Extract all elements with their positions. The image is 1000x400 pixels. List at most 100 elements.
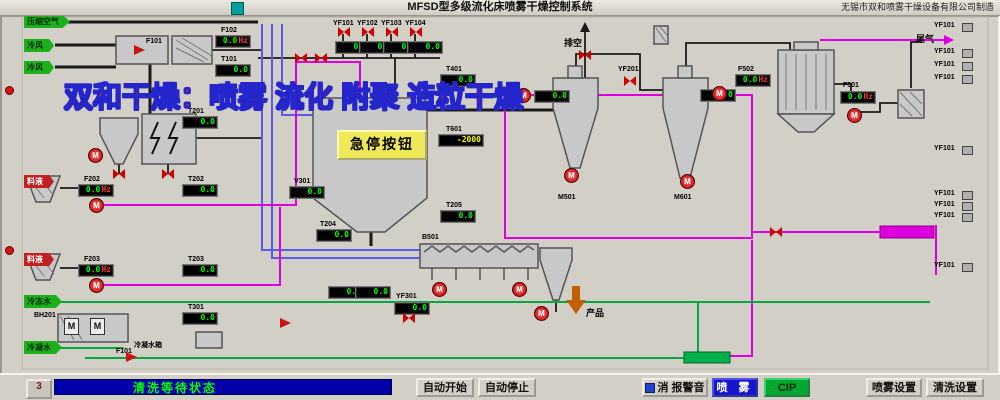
value-text: 0.0 (425, 42, 440, 51)
valve-icon[interactable] (338, 27, 350, 37)
valve-icon[interactable] (315, 53, 327, 63)
tag-label: YF102 (357, 20, 378, 27)
motor-icon[interactable]: M (89, 198, 104, 213)
inlet-arrow: 冷风 (24, 39, 54, 52)
product-arrow-stem (572, 286, 580, 300)
value-text: 0.0 (847, 92, 863, 101)
cyclone-2-outlet (677, 65, 693, 79)
tag-label: T301 (188, 304, 204, 311)
tag-label: F102 (221, 27, 237, 34)
value-unit: Hz (238, 36, 248, 45)
value-display: 0.0 (440, 210, 476, 223)
motor-icon[interactable]: M (564, 168, 579, 183)
bagfilter-lightning-marks (149, 121, 179, 155)
value-display: 0.0 (182, 184, 218, 197)
tag-label: YF101 (934, 22, 955, 29)
cip-mode-button[interactable]: CIP (764, 378, 810, 397)
value-display: 0.0 (355, 286, 391, 299)
valve-icon[interactable] (410, 27, 422, 37)
spray-settings-button[interactable]: 喷雾设置 (866, 378, 922, 397)
motor-icon[interactable]: M (512, 282, 527, 297)
valve-icon[interactable] (579, 50, 591, 60)
tag-label: T601 (446, 126, 462, 133)
emergency-stop-button[interactable]: 急停按钮 (337, 130, 427, 160)
value-display: 0.0 (215, 64, 251, 77)
pump-box-icon: M (64, 318, 79, 335)
hand-valve-icon[interactable] (962, 202, 973, 211)
valve-icon[interactable] (624, 76, 636, 86)
value-display: 0.0 (182, 312, 218, 325)
auto-stop-button[interactable]: 自动停止 (478, 378, 536, 397)
inlet-arrow: 冷风 (24, 61, 54, 74)
value-unit: Hz (101, 265, 111, 274)
valve-icon[interactable] (362, 27, 374, 37)
motor-icon[interactable]: M (88, 148, 103, 163)
valve-icon[interactable] (386, 27, 398, 37)
inlet-arrow: 料液 (24, 253, 54, 266)
tag-label: V301 (294, 178, 311, 185)
pump-icon (134, 45, 145, 55)
tag-label: T201 (188, 108, 204, 115)
valve-icon[interactable] (403, 313, 415, 323)
main-duct-lines (55, 20, 553, 246)
diagram-frame (21, 16, 989, 370)
tag-label: 排空 (564, 38, 583, 48)
motor-icon[interactable]: M (89, 278, 104, 293)
value-text: 0.0 (233, 65, 248, 74)
hand-valve-icon[interactable] (962, 263, 973, 272)
hand-valve-icon[interactable] (962, 75, 973, 84)
value-display: 0.0 (316, 229, 352, 242)
motor-icon[interactable]: M (534, 306, 549, 321)
green-line-label (683, 351, 731, 364)
hand-valve-icon[interactable] (962, 49, 973, 58)
value-unit: Hz (758, 75, 768, 84)
mute-alarm-label: 消 报警音 (657, 381, 705, 394)
tag-label: T203 (188, 256, 204, 263)
value-text: 0.0 (346, 287, 361, 296)
motor-icon[interactable]: M (847, 108, 862, 123)
spray-mode-button[interactable]: 喷 雾 (712, 378, 758, 397)
hand-valve-icon[interactable] (962, 23, 973, 32)
value-text: 0.0 (200, 265, 215, 274)
watermark-brand: 双和干燥： (63, 81, 210, 114)
motor-icon[interactable]: M (680, 174, 695, 189)
valve-icon[interactable] (295, 53, 307, 63)
value-text: 0.0 (222, 36, 238, 45)
page-number-button[interactable]: 3 (26, 379, 52, 399)
auto-start-button[interactable]: 自动开始 (416, 378, 474, 397)
tag-label: YF101 (934, 262, 955, 269)
hand-valve-icon[interactable] (962, 62, 973, 71)
value-display: 0.0 (534, 90, 570, 103)
motor-icon[interactable]: M (432, 282, 447, 297)
value-text: 0.0 (200, 313, 215, 322)
valve-icon[interactable] (162, 169, 174, 179)
value-text: 0.0 (552, 91, 567, 100)
inlet-arrow: 压缩空气 (24, 15, 70, 28)
hand-valve-icon[interactable] (962, 191, 973, 200)
hand-valve-icon[interactable] (962, 213, 973, 222)
blue-pipe-lines (261, 24, 420, 259)
tag-label: 尾气 (916, 34, 935, 44)
tag-label: 产品 (586, 308, 605, 318)
valve-icon[interactable] (113, 169, 125, 179)
value-text: 0.0 (200, 185, 215, 194)
tag-label: YF101 (934, 201, 955, 208)
hand-valve-icon[interactable] (962, 146, 973, 155)
tag-label: YF101 (333, 20, 354, 27)
watermark-slogan: 喷雾 流化 附聚 造粒干燥 (208, 81, 524, 114)
tag-label: F101 (146, 38, 162, 45)
value-text: 0.0 (412, 303, 427, 312)
status-message: 清洗等待状态 (54, 379, 392, 395)
pump-icon (126, 352, 137, 362)
motor-icon[interactable]: M (516, 88, 531, 103)
magenta-line-label (879, 225, 935, 239)
fluid-bed-legs (431, 268, 529, 280)
clean-settings-button[interactable]: 清洗设置 (926, 378, 984, 397)
mute-alarm-button[interactable]: 消 报警音 (642, 378, 708, 397)
tag-label: F501 (843, 82, 859, 89)
motor-icon[interactable]: M (712, 86, 727, 101)
valve-icon[interactable] (770, 227, 782, 237)
